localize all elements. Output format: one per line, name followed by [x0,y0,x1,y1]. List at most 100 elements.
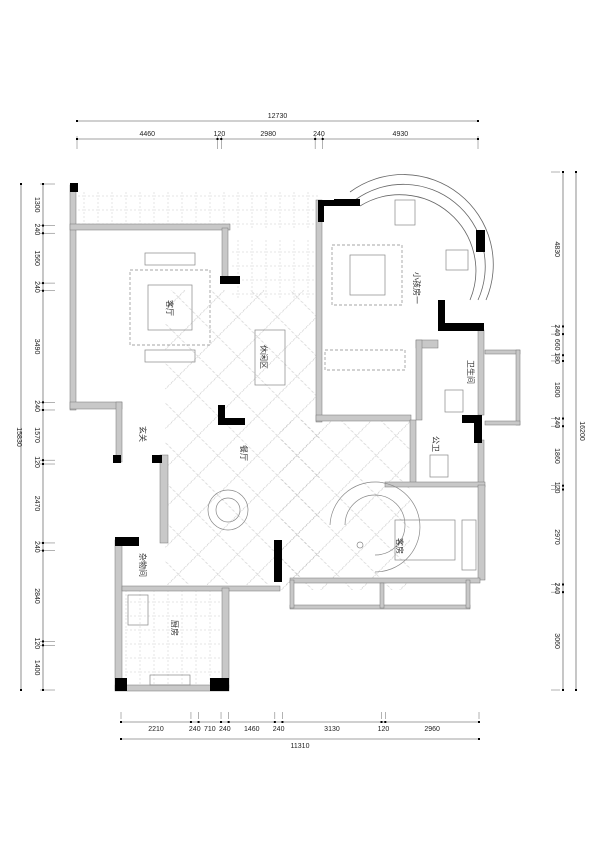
dimension-tick [42,289,44,292]
dimension-tick [562,417,564,420]
dimension-total: 12730 [268,113,288,120]
dimension-tick [76,138,78,140]
dimension-tick [76,120,78,122]
room-label-dining: 餐厅 [239,445,248,461]
furniture [127,199,477,686]
dimension-tick [314,138,317,140]
dimension-value: 1300 [33,197,40,213]
dimension-tick [42,640,44,643]
dimension-value: 240 [219,726,231,733]
dimension-value: 120 [553,482,560,494]
room-label-storage: 杂物间 [138,553,148,577]
room-label-living: 客厅 [165,300,175,316]
dimension-tick [42,282,44,285]
dimension-tick [220,138,223,140]
dimension-tick [42,541,44,544]
dimension-total: 15830 [15,427,22,447]
room-labels: 客厅 休闲区 餐厅 玄关 杂物间 厨房 小孩房一 卫生间 公卫 客房 [138,272,476,636]
dimension-tick [42,224,44,227]
room-label-bathroom: 卫生间 [466,360,476,384]
dimension-tick [478,738,480,740]
dimension-value: 1800 [553,382,560,398]
dimension-value: 1560 [33,250,40,266]
walls [69,184,521,692]
dimension-tick [562,171,564,173]
dimension-tick [20,183,22,185]
dimension-value: 240 [313,131,325,138]
dimension-value: 2970 [553,529,560,545]
dimension-right: 4830240660180180024018601202970240306016… [551,171,585,691]
dimension-tick [575,171,577,173]
dimension-value: 3490 [33,339,40,355]
dimension-tick [281,721,284,723]
dimension-value: 240 [553,324,560,336]
dimension-value: 2210 [148,726,164,733]
dimension-tick [42,644,44,647]
dimension-tick [321,138,324,140]
dimension-value: 3060 [553,633,560,649]
dimension-value: 4830 [553,241,560,257]
dimension-value: 3130 [324,726,340,733]
dimension-tick [42,459,44,462]
dimension-tick [120,721,122,723]
room-label-public-wc: 公卫 [431,436,440,452]
dimension-tick [562,488,564,491]
dimension-value: 2470 [33,496,40,512]
dimension-tick [20,689,22,691]
dimension-value: 710 [204,726,216,733]
dimension-value: 2960 [424,726,440,733]
dimension-value: 240 [33,281,40,293]
dimension-tick [216,138,219,140]
dimension-value: 2840 [33,588,40,604]
dimension-value: 180 [553,352,560,364]
dimension-tick [562,354,564,357]
dimension-total: 11310 [291,743,310,750]
dimension-tick [42,549,44,552]
dimension-left: 1300240156024034902401570120247024028401… [15,183,55,691]
room-label-foyer: 玄关 [138,426,148,442]
floor-tiles [76,190,410,685]
dimension-value: 240 [273,726,285,733]
dimension-value: 4930 [393,131,409,138]
room-label-kitchen: 厨房 [170,620,180,636]
dimension-value: 4460 [139,131,155,138]
room-label-kids-room: 小孩房一 [412,272,422,304]
dimension-tick [477,138,479,140]
dimension-tick [562,583,564,586]
room-label-guest-room: 客房 [395,538,405,554]
dimension-tick [562,325,564,328]
dimension-tick [562,333,564,336]
dimension-tick [380,721,383,723]
dimension-tick [478,721,480,723]
dimension-tick [562,591,564,594]
room-label-leisure: 休闲区 [259,345,269,369]
dimension-tick [477,120,479,122]
dimension-tick [562,689,564,691]
dimension-tick [227,721,230,723]
dimension-tick [384,721,387,723]
dimension-value: 120 [214,131,226,138]
columns [70,183,485,691]
dimension-value: 1860 [553,448,560,464]
dimension-value: 1400 [33,660,40,676]
dimension-value: 240 [33,400,40,412]
dimension-tick [42,183,44,185]
dimension-value: 120 [33,637,40,649]
dimension-tick [189,721,192,723]
dimension-value: 240 [33,224,40,236]
dimension-tick [42,232,44,235]
dimension-tick [273,721,276,723]
dimension-tick [42,689,44,691]
dimension-value: 240 [33,541,40,553]
dimension-tick [42,463,44,466]
dimension-value: 120 [378,726,390,733]
dimension-value: 240 [189,726,201,733]
dimension-tick [575,689,577,691]
dimension-total: 16200 [578,421,585,441]
dimension-tick [562,425,564,428]
dimension-value: 1460 [244,726,260,733]
